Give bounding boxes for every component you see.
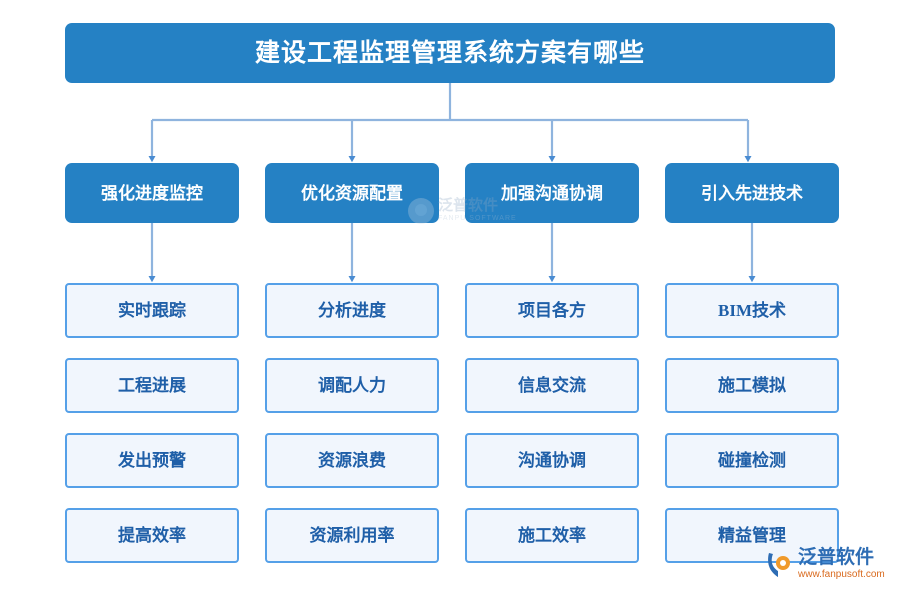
leaf-label: 精益管理 — [718, 526, 786, 545]
leaf-box[interactable]: 资源浪费 — [265, 433, 439, 488]
leaf-box[interactable]: 施工效率 — [465, 508, 639, 563]
leaf-label: 资源利用率 — [309, 526, 395, 545]
leaf-label: BIM技术 — [718, 301, 786, 320]
leaf-box[interactable]: 项目各方 — [465, 283, 639, 338]
leaf-label: 工程进展 — [118, 376, 186, 395]
leaf-label: 调配人力 — [318, 376, 386, 395]
leaf-label: 沟通协调 — [518, 451, 586, 470]
leaf-box[interactable]: 提高效率 — [65, 508, 239, 563]
branch-label: 优化资源配置 — [301, 183, 403, 203]
leaf-label: 信息交流 — [518, 376, 586, 395]
leaf-box[interactable]: BIM技术 — [665, 283, 839, 338]
leaf-box[interactable]: 沟通协调 — [465, 433, 639, 488]
branch-box-2[interactable]: 优化资源配置 — [265, 163, 439, 223]
branch-label: 强化进度监控 — [101, 183, 203, 203]
page-title: 建设工程监理管理系统方案有哪些 — [254, 39, 645, 67]
diagram-title: 建设工程监理管理系统方案有哪些 — [65, 23, 835, 83]
leaf-box[interactable]: 精益管理 — [665, 508, 839, 563]
leaf-label: 提高效率 — [118, 526, 186, 545]
leaf-box[interactable]: 发出预警 — [65, 433, 239, 488]
leaf-box[interactable]: 施工模拟 — [665, 358, 839, 413]
logo-url: www.fanpusoft.com — [798, 568, 885, 580]
leaf-box[interactable]: 实时跟踪 — [65, 283, 239, 338]
leaf-box[interactable]: 信息交流 — [465, 358, 639, 413]
leaf-label: 项目各方 — [518, 301, 586, 320]
branch-label: 引入先进技术 — [701, 183, 803, 203]
leaf-label: 实时跟踪 — [118, 301, 186, 320]
leaf-box[interactable]: 工程进展 — [65, 358, 239, 413]
leaf-box[interactable]: 碰撞检测 — [665, 433, 839, 488]
leaf-label: 发出预警 — [118, 451, 186, 470]
leaf-label: 分析进度 — [318, 301, 386, 320]
leaf-box[interactable]: 调配人力 — [265, 358, 439, 413]
leaf-label: 碰撞检测 — [718, 451, 786, 470]
leaf-label: 施工模拟 — [718, 376, 786, 395]
branch-box-3[interactable]: 加强沟通协调 — [465, 163, 639, 223]
leaf-box[interactable]: 分析进度 — [265, 283, 439, 338]
branch-box-4[interactable]: 引入先进技术 — [665, 163, 839, 223]
leaf-label: 施工效率 — [518, 526, 586, 545]
leaf-box[interactable]: 资源利用率 — [265, 508, 439, 563]
branch-label: 加强沟通协调 — [501, 183, 603, 203]
branch-box-1[interactable]: 强化进度监控 — [65, 163, 239, 223]
leaf-label: 资源浪费 — [318, 451, 386, 470]
